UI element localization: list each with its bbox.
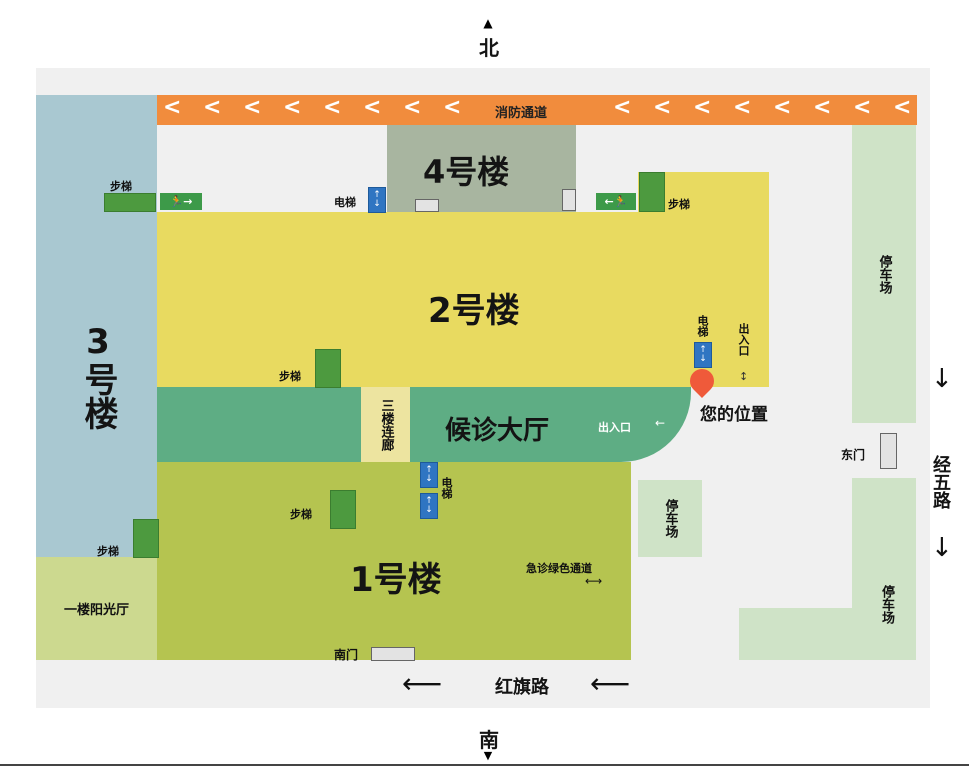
stairs-icon: [330, 490, 356, 529]
building-3: [36, 95, 157, 557]
building-4-label: 4号楼: [423, 153, 510, 191]
exit-arrow-icon: ←: [655, 416, 666, 430]
parking-center: 停车场: [638, 480, 702, 557]
stairs-icon: [133, 519, 159, 558]
waiting-hall-label: 候诊大厅: [445, 416, 550, 446]
fire-lane-arrow-icon: <: [323, 95, 342, 120]
fire-lane-arrow-icon: <: [243, 95, 262, 120]
fire-lane-arrow-icon: <: [403, 95, 422, 120]
fire-lane-arrow-icon: <: [853, 95, 872, 120]
south-arrow-icon: ▼: [483, 749, 493, 762]
south-road-label: 红旗路: [495, 677, 549, 698]
fire-lane-arrow-icon: <: [653, 95, 672, 120]
fire-lane-arrow-icon: <: [813, 95, 832, 120]
elevator-label: 电梯: [440, 477, 453, 499]
south-label: 南: [479, 728, 499, 752]
east-road-arrow-icon: ↓: [931, 364, 953, 394]
parking-north-east: 停车场: [852, 125, 916, 423]
elevator-icon: ↑↓: [694, 342, 712, 368]
building-3-label: 3号楼: [78, 322, 118, 430]
up-down-arrow-icon: ↕: [739, 370, 749, 383]
parking-label: 停车场: [662, 499, 678, 538]
fire-lane-arrow-icon: <: [693, 95, 712, 120]
fire-lane-arrow-icon: <: [443, 95, 462, 120]
stairs-label: 步梯: [668, 198, 690, 211]
fire-lane-label: 消防通道: [495, 106, 548, 121]
exit-entrance-label: 出入口: [598, 421, 631, 434]
fire-lane-arrow-icon: <: [893, 95, 912, 120]
building-1: [157, 462, 631, 660]
elevator-label: 电梯: [696, 315, 709, 337]
fire-lane: [157, 95, 917, 125]
north-arrow-icon: ▲: [483, 16, 493, 30]
exit-sign-left-icon: ←🏃: [596, 193, 636, 210]
third-floor-corridor: 三楼连廊: [361, 387, 410, 462]
fire-lane-arrow-icon: <: [733, 95, 752, 120]
elevator-icon: ↑↓: [368, 187, 386, 213]
elevator-icon: ↑↓: [420, 462, 438, 488]
fire-lane-arrow-icon: <: [363, 95, 382, 120]
stairs-icon: [104, 193, 156, 212]
exit-entrance-label: 出入口: [737, 323, 750, 356]
south-road-arrow-icon: ⟵: [590, 667, 631, 700]
east-gate-door: [880, 433, 897, 469]
parking-label: 停车场: [879, 585, 894, 624]
you-are-here-label: 您的位置: [700, 405, 768, 425]
south-gate-door: [371, 647, 415, 661]
building-4: [387, 125, 576, 212]
parking-south-east-base: [739, 608, 916, 660]
emergency-lane-label: 急诊绿色通道: [526, 562, 592, 575]
stairs-icon: [639, 172, 665, 212]
east-road-arrow-icon: ↓: [931, 533, 953, 563]
building-4-door: [415, 199, 439, 212]
elevator-icon: ↑↓: [420, 493, 438, 519]
building-1-label: 1号楼: [350, 560, 442, 600]
east-gate-label: 东门: [841, 448, 866, 462]
elevator-label: 电梯: [334, 196, 356, 209]
stairs-icon: [315, 349, 341, 388]
fire-lane-arrow-icon: <: [283, 95, 302, 120]
fire-lane-arrow-icon: <: [613, 95, 632, 120]
stairs-label: 步梯: [110, 180, 132, 193]
building-2-label: 2号楼: [428, 291, 520, 331]
emergency-lane-arrow-icon: ⟷: [585, 574, 603, 588]
north-label: 北: [479, 36, 499, 60]
sun-hall: 一楼阳光厅: [36, 557, 157, 660]
fire-lane-arrow-icon: <: [203, 95, 222, 120]
parking-label: 停车场: [876, 254, 892, 294]
stairs-label: 步梯: [290, 508, 312, 521]
waiting-hall: [157, 387, 691, 462]
south-gate-label: 南门: [334, 648, 359, 662]
building-4-side-door: [562, 189, 576, 211]
fire-lane-arrow-icon: <: [163, 95, 182, 120]
fire-lane-arrow-icon: <: [773, 95, 792, 120]
stairs-label: 步梯: [279, 370, 301, 383]
exit-sign-right-icon: 🏃→: [160, 193, 202, 210]
east-road-label: 经五路: [930, 455, 951, 509]
bottom-border: [0, 764, 969, 766]
corridor-label: 三楼连廊: [378, 398, 394, 451]
stairs-label: 步梯: [97, 545, 119, 558]
sun-hall-label: 一楼阳光厅: [63, 603, 129, 618]
south-road-arrow-icon: ⟵: [402, 667, 443, 700]
